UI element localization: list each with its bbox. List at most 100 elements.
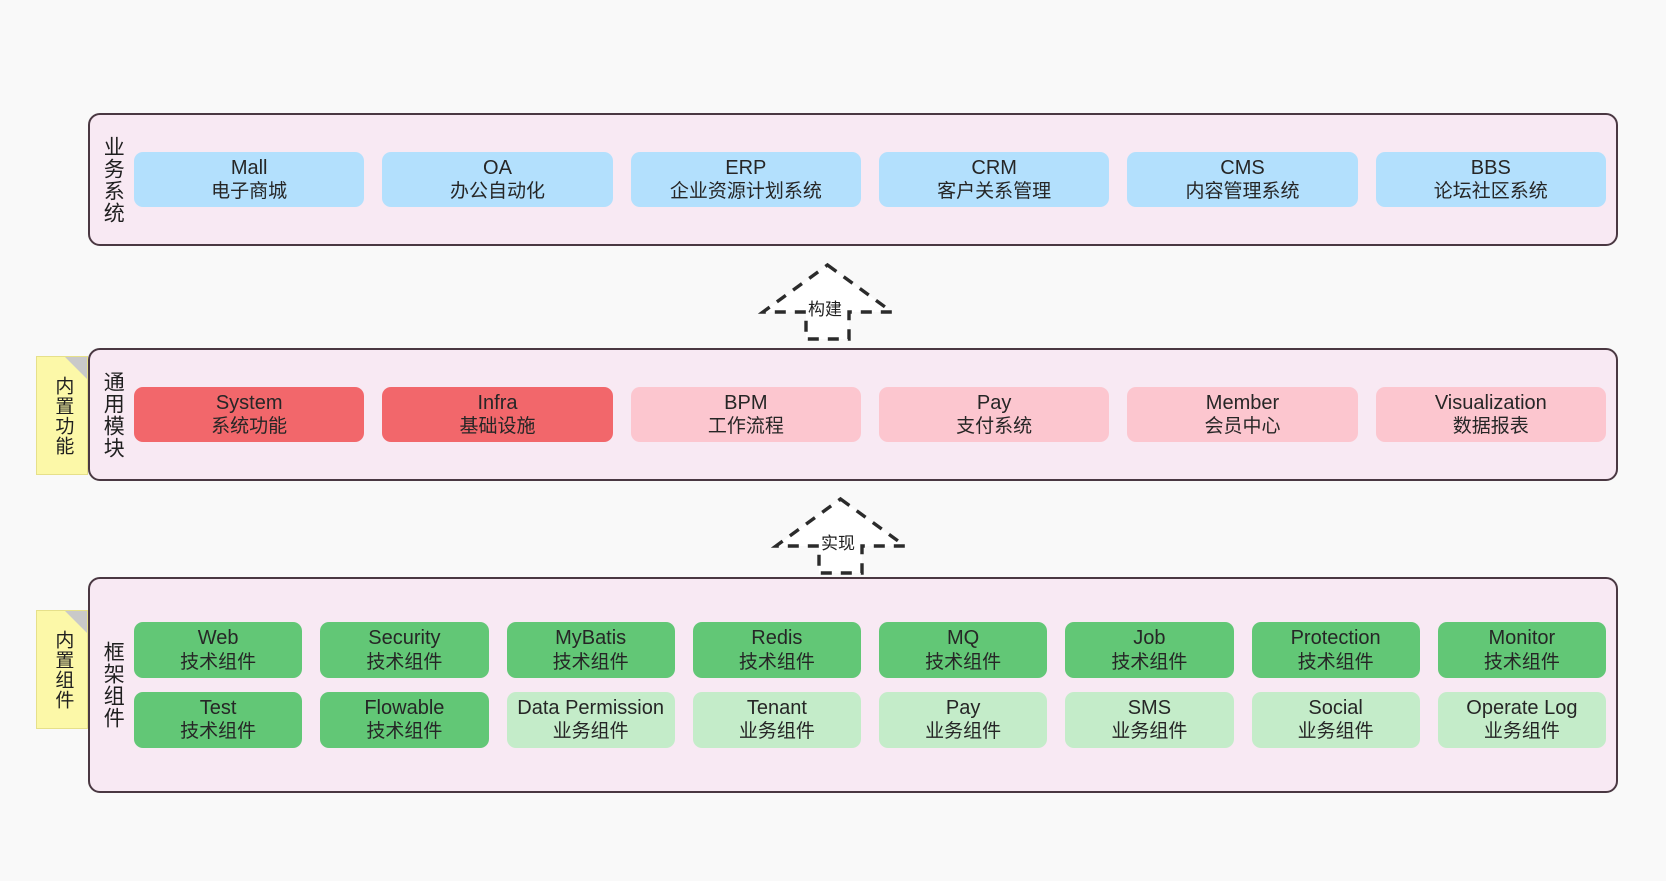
arrow-implement: 实现 bbox=[770, 496, 911, 576]
card-subtitle: 业务组件 bbox=[738, 721, 815, 743]
note-fold-corner-icon bbox=[65, 357, 87, 379]
card-subtitle: 技术组件 bbox=[180, 651, 257, 673]
arrow-implement-label: 实现 bbox=[821, 534, 855, 553]
card-subtitle: 技术组件 bbox=[552, 651, 629, 673]
card-title: OA bbox=[483, 156, 512, 179]
card-title: Pay bbox=[945, 697, 981, 719]
card-subtitle: 电子商城 bbox=[211, 181, 288, 203]
card-title: BPM bbox=[724, 391, 768, 414]
card-title: Monitor bbox=[1488, 627, 1556, 650]
card-title: MQ bbox=[947, 627, 980, 650]
card-title: Job bbox=[1133, 627, 1166, 650]
card-subtitle: 会员中心 bbox=[1204, 416, 1281, 438]
card-subtitle: 技术组件 bbox=[925, 651, 1002, 673]
note-label: 内置功能 bbox=[52, 375, 74, 456]
card-subtitle: 技术组件 bbox=[366, 721, 443, 743]
card-title: Infra bbox=[477, 391, 518, 414]
card-subtitle: 业务组件 bbox=[1483, 721, 1560, 743]
card-subtitle: 技术组件 bbox=[738, 651, 815, 673]
card-title: ERP bbox=[725, 156, 767, 179]
layer-title-common-modules: 通用模块 bbox=[101, 370, 125, 459]
card-title: System bbox=[215, 391, 283, 414]
card-subtitle: 数据报表 bbox=[1452, 416, 1529, 438]
card-subtitle: 办公自动化 bbox=[449, 181, 545, 203]
card-title: Security bbox=[368, 627, 441, 650]
note-label: 内置组件 bbox=[52, 629, 74, 710]
card-subtitle: 工作流程 bbox=[707, 416, 784, 438]
card-subtitle: 基础设施 bbox=[459, 416, 536, 438]
card-subtitle: 企业资源计划系统 bbox=[669, 181, 822, 203]
card-title: Operate Log bbox=[1466, 697, 1578, 719]
card-subtitle: 业务组件 bbox=[1111, 721, 1188, 743]
arrow-build-label: 构建 bbox=[808, 300, 842, 319]
card-title: Social bbox=[1308, 697, 1363, 719]
card-title: Mall bbox=[230, 156, 268, 179]
card-subtitle: 业务组件 bbox=[1297, 721, 1374, 743]
card-subtitle: 业务组件 bbox=[925, 721, 1002, 743]
card-title: MyBatis bbox=[555, 627, 627, 650]
card-title: Flowable bbox=[364, 697, 445, 719]
card-subtitle: 业务组件 bbox=[552, 721, 629, 743]
card-subtitle: 技术组件 bbox=[180, 721, 257, 743]
card-title: BBS bbox=[1470, 156, 1511, 179]
card-subtitle: 技术组件 bbox=[1483, 651, 1560, 673]
card-title: Tenant bbox=[746, 697, 807, 719]
card-title: Protection bbox=[1290, 627, 1381, 650]
card-subtitle: 内容管理系统 bbox=[1185, 181, 1300, 203]
card-title: Visualization bbox=[1434, 391, 1547, 414]
note-fold-corner-icon bbox=[65, 611, 87, 633]
card-title: Member bbox=[1205, 391, 1280, 414]
card-title: Test bbox=[199, 697, 237, 719]
card-title: Redis bbox=[751, 627, 803, 650]
card-title: Web bbox=[197, 627, 239, 650]
card-subtitle: 支付系统 bbox=[956, 416, 1033, 438]
layer-title-business-systems: 业务系统 bbox=[101, 135, 125, 224]
card-title: SMS bbox=[1127, 697, 1172, 719]
note-builtin-components: 内置组件 bbox=[36, 610, 88, 729]
note-builtin-functions: 内置功能 bbox=[36, 356, 88, 475]
card-title: CRM bbox=[971, 156, 1017, 179]
card-subtitle: 系统功能 bbox=[211, 416, 288, 438]
card-title: Pay bbox=[976, 391, 1012, 414]
card-subtitle: 技术组件 bbox=[366, 651, 443, 673]
arrow-build: 构建 bbox=[757, 262, 898, 342]
card-title: Data Permission bbox=[517, 697, 664, 719]
card-title: CMS bbox=[1220, 156, 1265, 179]
